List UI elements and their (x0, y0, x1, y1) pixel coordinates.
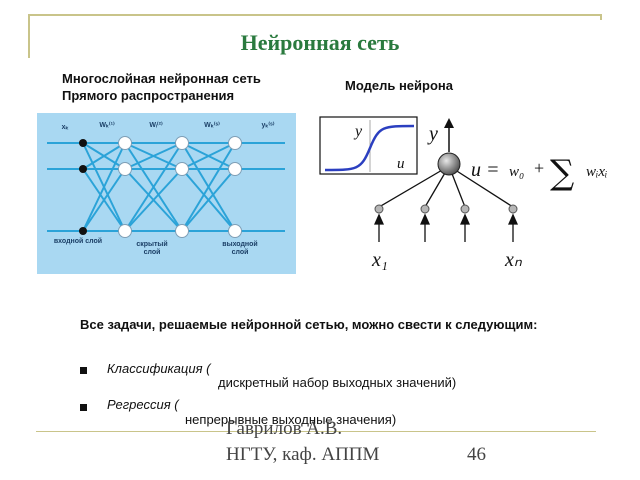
network-edge (124, 142, 183, 232)
label-weights-s: Wₖ⁽ˢ⁾ (204, 122, 220, 129)
network-neuron (175, 136, 189, 150)
decor-line-right (600, 14, 602, 20)
label-output-layer: выходной слой (222, 241, 258, 256)
network-edge (82, 142, 126, 232)
network-neuron (118, 224, 132, 238)
network-figure: xₖ Wₖ⁽¹⁾ Wᵢ⁽²⁾ Wₖ⁽ˢ⁾ yₖ⁽ˢ⁾ входной слой … (37, 113, 296, 274)
formula-u: u = (471, 159, 500, 181)
network-neuron (175, 224, 189, 238)
neuron-model-diagram: y u y u = w₀ + ∑ wᵢxᵢ x₁ xₙ (319, 116, 607, 271)
input-arrowhead-4 (507, 213, 519, 225)
network-edge (181, 142, 236, 170)
label-hidden-layer: скрытый слой (136, 241, 168, 256)
inset-u-label: u (397, 156, 405, 172)
tasks-statement: Все задачи, решаемые нейронной сетью, мо… (80, 317, 538, 332)
formula-term: wᵢxᵢ (586, 164, 607, 180)
network-edge (124, 142, 183, 170)
network-edge (82, 168, 126, 232)
label-input-layer: входной слой (53, 238, 103, 245)
neuron-caption: Модель нейрона (345, 78, 453, 93)
network-edge (181, 168, 236, 232)
decor-line-left (28, 14, 30, 58)
network-neuron (228, 224, 242, 238)
neuron-body (437, 152, 461, 176)
formula-w0: w₀ (509, 164, 524, 180)
formula-sum: ∑ (550, 153, 574, 193)
slide-title: Нейронная сеть (240, 30, 400, 55)
bullet-1 (80, 367, 87, 374)
label-weights-1: Wₖ⁽¹⁾ (99, 122, 115, 129)
input-x1-label: x₁ (371, 249, 388, 271)
output-arrowhead (444, 118, 454, 128)
label-weights-2: Wᵢ⁽²⁾ (149, 122, 163, 129)
inset-y-label: y (353, 123, 363, 140)
network-neuron (228, 162, 242, 176)
network-edge (82, 142, 126, 170)
formula-plus: + (534, 158, 544, 178)
page-number: 46 (467, 444, 486, 465)
input-neuron (79, 227, 87, 235)
network-edge (181, 142, 236, 232)
output-y-label: y (427, 123, 438, 145)
input-neuron (79, 165, 87, 173)
label-output: yₖ⁽ˢ⁾ (261, 122, 275, 129)
sigmoid-curve (324, 124, 415, 172)
item-classification-term: Классификация ( (107, 361, 211, 376)
dendrite-4 (448, 165, 514, 208)
dendrite-1 (378, 165, 450, 208)
footer-author: Гаврилов А.В. (226, 418, 343, 439)
network-neuron (228, 136, 242, 150)
decor-line-bottom (36, 431, 596, 432)
decor-line-top (28, 14, 602, 16)
input-neuron (79, 139, 87, 147)
input-arrowhead-2 (419, 213, 431, 225)
input-node-4 (508, 204, 518, 214)
input-node-2 (420, 204, 430, 214)
network-caption-line2: Прямого распространения (62, 88, 235, 103)
label-input: xₖ (61, 124, 69, 131)
network-neuron (175, 162, 189, 176)
input-xn-label: xₙ (504, 249, 523, 271)
network-diagram (47, 136, 285, 238)
input-arrowhead-3 (459, 213, 471, 225)
bullet-2 (80, 404, 87, 411)
network-caption-line1: Многослойная нейронная сеть (62, 71, 261, 86)
network-neuron (118, 136, 132, 150)
network-caption: Многослойная нейронная сеть Прямого расп… (62, 70, 261, 104)
input-node-3 (460, 204, 470, 214)
input-arrowhead-1 (373, 213, 385, 225)
network-edge (124, 168, 183, 232)
input-node-1 (374, 204, 384, 214)
item-classification-detail: дискретный набор выходных значений) (218, 375, 457, 390)
item-regression-detail: непрерывные выходные значения) (185, 412, 397, 427)
footer-org: НГТУ, каф. АППМ (226, 444, 380, 465)
item-regression-term: Регрессия ( (107, 397, 179, 412)
network-neuron (118, 162, 132, 176)
